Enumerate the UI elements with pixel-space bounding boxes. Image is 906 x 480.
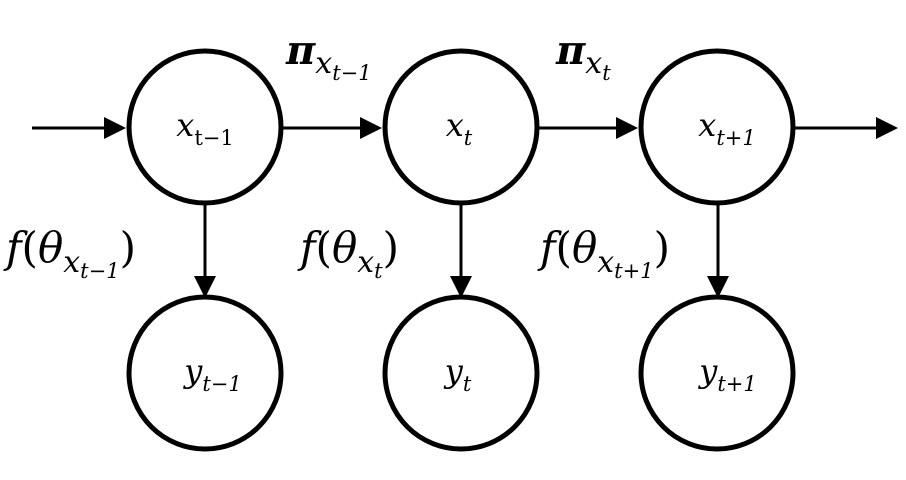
edge-x-next-to-y-next (707, 204, 729, 298)
emission-label-f-next: f(θxt+1) (537, 223, 670, 283)
node-x-next-base: x (698, 106, 716, 144)
f-prev-theta: θ (38, 223, 63, 272)
node-y-next: yt+1 (638, 294, 796, 452)
node-y-next-sub: t+1 (717, 372, 756, 396)
pi-curr-sub-base: x (585, 46, 602, 81)
f-next-sub-base: x (597, 245, 614, 280)
node-y-curr-label: yt (443, 352, 472, 396)
f-prev-sub-base: x (63, 245, 80, 280)
node-y-next-base: y (697, 352, 718, 390)
emission-label-f-prev: f(θxt−1) (3, 223, 136, 283)
pi-prev-sub-sub: t−1 (332, 61, 371, 85)
edge-x-curr-to-x-next (539, 117, 638, 139)
f-curr-sub-base: x (357, 245, 374, 280)
f-next-open: ( (556, 223, 572, 272)
node-x-curr-label: xt (446, 106, 473, 150)
edge-x-prev-to-y-prev (194, 204, 216, 298)
f-next-theta: θ (572, 223, 597, 272)
edge-x-curr-to-y-curr (450, 204, 472, 298)
f-curr-close: ) (383, 223, 399, 272)
node-y-curr-base: y (443, 352, 464, 390)
node-y-prev-base: y (182, 352, 203, 390)
f-prev-open: ( (22, 223, 38, 272)
f-curr-open: ( (316, 223, 332, 272)
f-next-sub-sub: t+1 (614, 259, 653, 283)
node-y-next-label: yt+1 (697, 352, 756, 396)
node-x-prev-base: x (176, 106, 194, 144)
node-x-prev-label: xt−1 (176, 106, 233, 150)
pi-prev-sub-base: x (315, 46, 332, 81)
node-x-next-sub: t+1 (716, 126, 755, 150)
node-y-prev: yt−1 (126, 294, 284, 452)
transition-label-pi-curr: πxt (555, 27, 611, 85)
node-y-prev-label: yt−1 (182, 352, 241, 396)
edge-x-prev-to-x-curr (281, 117, 382, 139)
node-x-next: xt+1 (638, 48, 796, 206)
pi-curr-sub-sub: t (602, 61, 611, 85)
node-x-curr: xt (382, 48, 540, 206)
f-prev-sub-sub: t−1 (80, 259, 119, 283)
transition-label-pi-prev: πxt−1 (285, 27, 372, 85)
f-curr-theta: θ (332, 223, 357, 272)
f-next-close: ) (654, 223, 670, 272)
pi-curr-symbol: π (555, 27, 586, 74)
node-y-curr-sub: t (463, 372, 472, 396)
node-x-prev-sub: t−1 (194, 126, 233, 150)
node-x-curr-base: x (446, 106, 464, 144)
node-x-curr-sub: t (464, 126, 473, 150)
node-x-next-label: xt+1 (698, 106, 755, 150)
edge-outgoing (794, 117, 898, 139)
f-curr-sub-sub: t (374, 259, 383, 283)
emission-label-f-curr: f(θxt) (297, 223, 399, 283)
node-x-prev: xt−1 (126, 48, 284, 206)
f-prev-close: ) (120, 223, 136, 272)
pi-prev-symbol: π (285, 27, 316, 74)
edge-incoming (32, 117, 126, 139)
node-y-curr: yt (382, 294, 540, 452)
node-y-prev-sub: t−1 (202, 372, 241, 396)
